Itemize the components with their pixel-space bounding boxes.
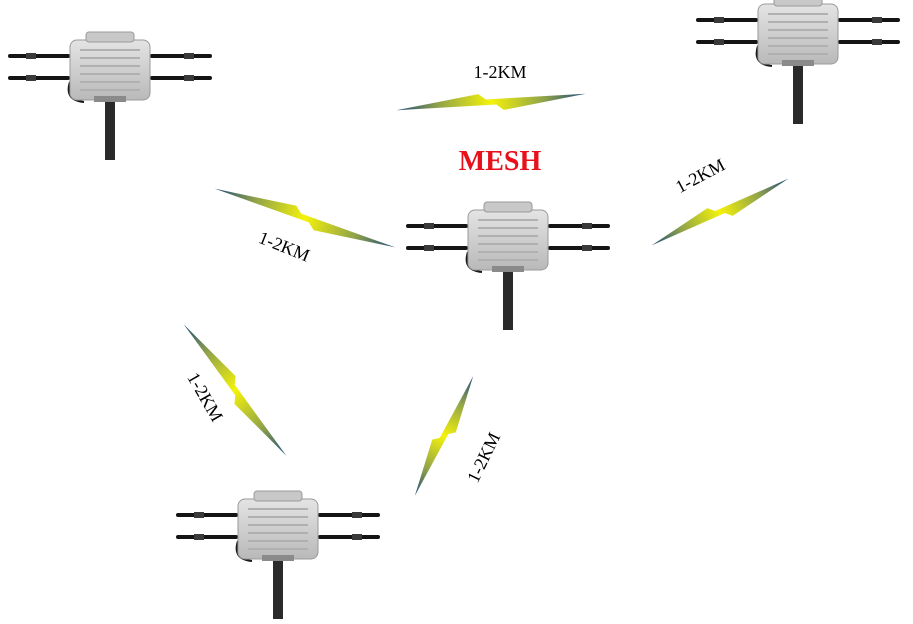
link-bottom-right-label: 1-2KM	[463, 429, 504, 485]
mesh-title: MESH	[459, 146, 542, 177]
link-top-bolt-icon	[395, 84, 587, 120]
node-bottom-left	[175, 490, 381, 620]
node-top-left	[7, 31, 213, 161]
link-right-label: 1-2KM	[672, 154, 728, 197]
link-left-label: 1-2KM	[256, 227, 313, 265]
link-right-bolt-icon	[647, 170, 793, 254]
link-top-label: 1-2KM	[474, 62, 527, 82]
node-center	[405, 201, 611, 331]
link-bottom-left-label: 1-2KM	[183, 369, 227, 425]
node-top-right	[695, 0, 901, 125]
